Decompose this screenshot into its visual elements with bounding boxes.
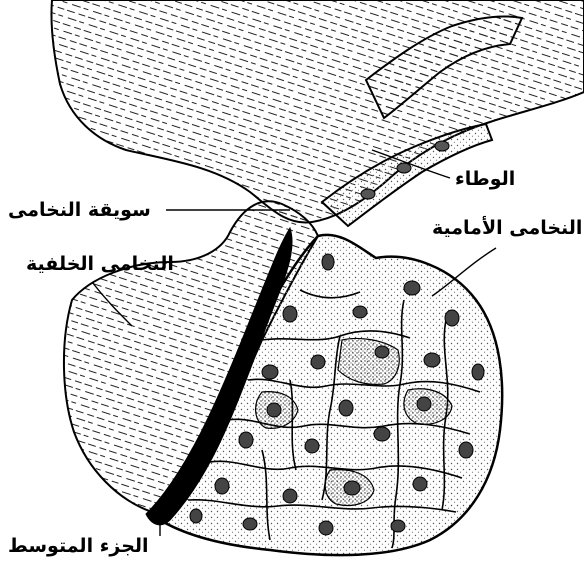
label-posterior-pituitary: النخامى الخلفية bbox=[26, 255, 174, 274]
label-anterior-pituitary: النخامى الأمامية bbox=[432, 219, 582, 238]
label-intermediate-part: الجزء المتوسط bbox=[8, 537, 149, 556]
label-pituitary-stalk: سويقة النخامى bbox=[8, 201, 151, 220]
label-hypothalamus: الوطاء bbox=[455, 170, 515, 189]
